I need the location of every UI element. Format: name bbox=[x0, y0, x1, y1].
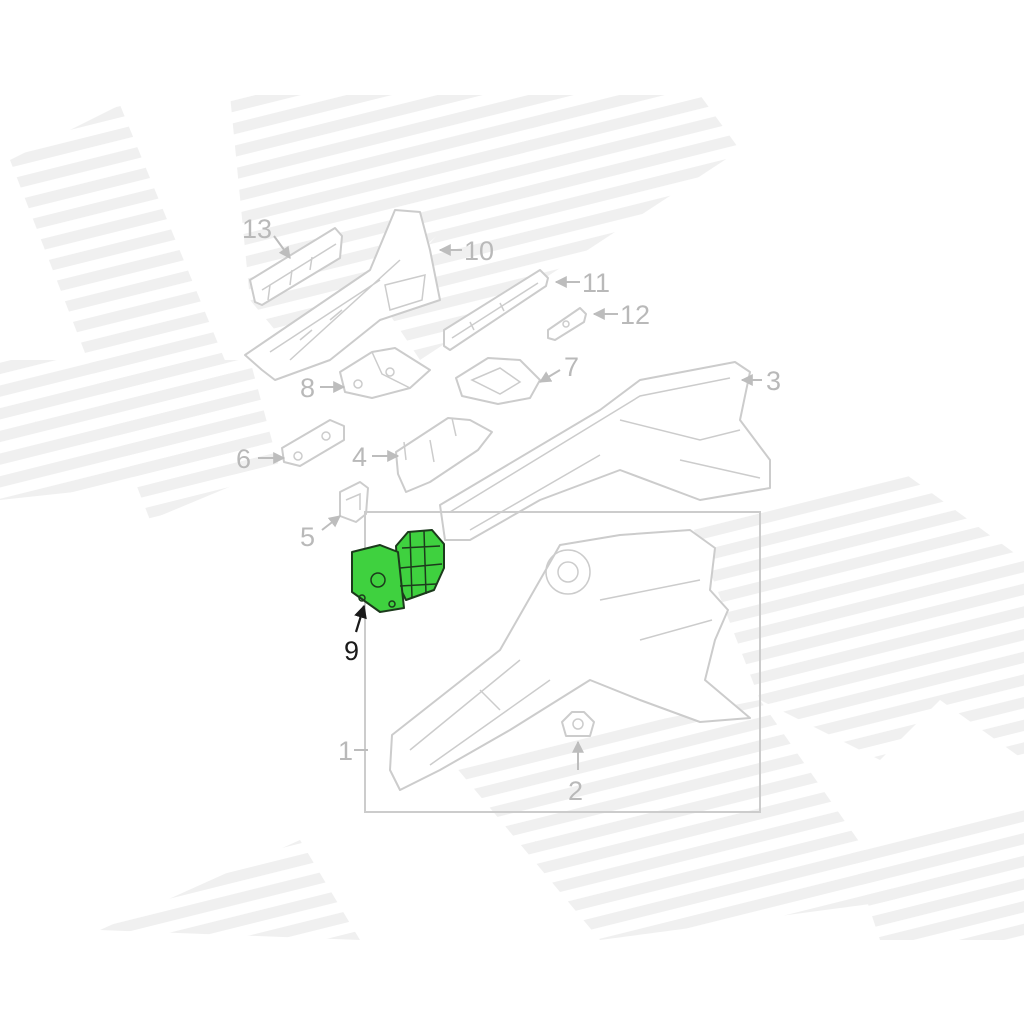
part-5 bbox=[339, 481, 369, 523]
callout-2: 2 bbox=[568, 776, 583, 806]
leader-lines bbox=[258, 235, 762, 770]
callout-13: 13 bbox=[242, 214, 272, 244]
part-2 bbox=[561, 711, 595, 737]
callout-9: 9 bbox=[344, 636, 359, 666]
assembly-frame bbox=[364, 511, 761, 813]
part-3 bbox=[439, 361, 771, 541]
watermark bbox=[0, 95, 1024, 940]
callout-8: 8 bbox=[300, 373, 315, 403]
callout-6: 6 bbox=[236, 444, 251, 474]
part-9-highlighted bbox=[351, 529, 445, 613]
part-4 bbox=[395, 417, 493, 493]
part-13 bbox=[249, 227, 343, 306]
part-1 bbox=[389, 529, 751, 791]
callout-12: 12 bbox=[620, 300, 650, 330]
callout-3: 3 bbox=[766, 366, 781, 396]
part-7 bbox=[455, 357, 541, 405]
callout-4: 4 bbox=[352, 442, 367, 472]
part-10 bbox=[244, 209, 441, 381]
part-12 bbox=[547, 307, 587, 341]
part-8 bbox=[339, 347, 431, 399]
callout-labels: 1 2 3 4 5 6 7 8 9 10 11 12 13 bbox=[236, 214, 781, 806]
part-6 bbox=[281, 419, 345, 467]
callout-1: 1 bbox=[338, 736, 353, 766]
callout-5: 5 bbox=[300, 522, 315, 552]
callout-10: 10 bbox=[464, 236, 494, 266]
part-11 bbox=[443, 269, 549, 351]
callout-7: 7 bbox=[564, 352, 579, 382]
callout-11: 11 bbox=[582, 268, 610, 298]
